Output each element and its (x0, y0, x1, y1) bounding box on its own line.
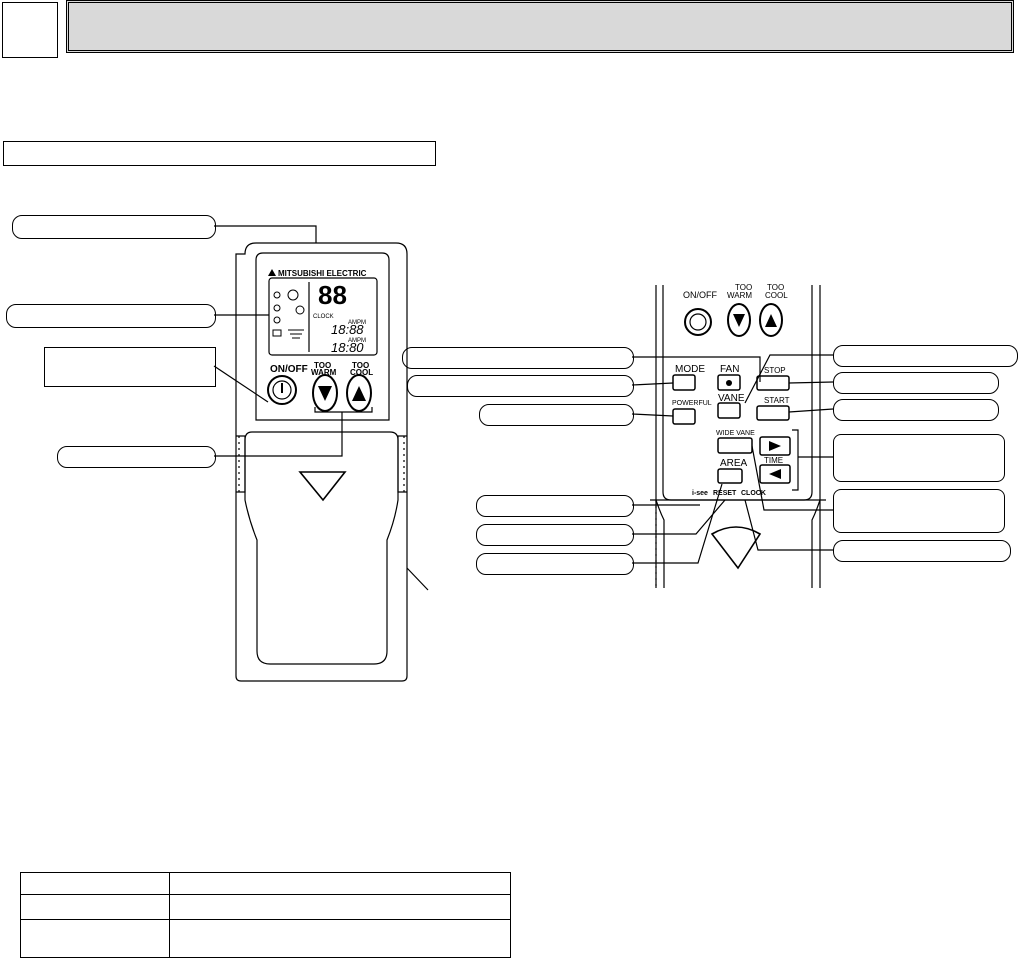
too-cool-label-1: TOO (352, 361, 369, 370)
display-time-top: 18:88 (331, 322, 364, 337)
section-title-bar (66, 0, 1014, 53)
too-cool-label-2: COOL (350, 368, 373, 377)
play-right-icon (769, 441, 781, 451)
callout-time-set (833, 434, 1005, 482)
display-ampm-top: AMPM (348, 320, 366, 326)
i-see-label: i-see (692, 490, 708, 497)
rr-down-arrow-icon (733, 314, 745, 327)
callout-powerful (479, 404, 634, 426)
fan-icon (726, 380, 732, 386)
rr-too-warm-1: TOO (735, 283, 752, 292)
spec-table (20, 871, 511, 959)
stop-label: STOP (764, 366, 786, 375)
rr-on-off-label: ON/OFF (683, 290, 717, 300)
mode-label: MODE (675, 364, 705, 375)
play-left-icon (769, 469, 781, 479)
callout-signal-transmitter (12, 215, 216, 239)
on-off-label: ON/OFF (270, 364, 308, 375)
table-cell (20, 918, 170, 959)
clock-label: CLOCK (741, 490, 766, 497)
callout-area (476, 553, 634, 575)
section-number-box (2, 2, 58, 58)
callout-clock (833, 540, 1011, 562)
start-label: START (764, 396, 790, 405)
rr-too-cool-1: TOO (767, 283, 784, 292)
callout-display (6, 304, 216, 328)
too-warm-label-2: WARM (311, 368, 337, 377)
area-label: AREA (720, 458, 748, 469)
table-cell (169, 894, 511, 920)
callout-fan-speed (402, 347, 634, 369)
reset-label: RESET (713, 490, 737, 497)
callout-vane (833, 345, 1018, 367)
power-icon (281, 383, 283, 393)
callout-reset (476, 524, 634, 546)
callout-i-see (476, 495, 634, 517)
callout-wide-vane (833, 489, 1005, 533)
down-arrow-icon (318, 386, 332, 401)
callout-on-off-button (44, 347, 216, 387)
display-time-bottom: 18:80 (331, 340, 364, 355)
brand-label: MITSUBISHI ELECTRIC (278, 269, 367, 278)
callout-on-timer (833, 399, 999, 421)
wide-vane-label: WIDE VANE (716, 430, 755, 437)
table-cell (169, 871, 511, 896)
rr-up-arrow-icon (765, 314, 777, 327)
subsection-title-box (3, 141, 436, 166)
display-clock-label: CLOCK (313, 314, 334, 320)
fan-label: FAN (720, 364, 739, 375)
rr-too-cool-2: COOL (765, 291, 788, 300)
display-ampm-bottom: AMPM (348, 338, 366, 344)
table-cell (169, 918, 511, 959)
vane-label: VANE (718, 393, 745, 404)
callout-off-timer (833, 372, 999, 394)
callout-temperature-buttons (57, 446, 216, 468)
up-arrow-icon (352, 386, 366, 401)
time-label: TIME (764, 456, 783, 465)
rr-too-warm-2: WARM (727, 291, 752, 300)
powerful-label: POWERFUL (672, 400, 712, 407)
too-warm-label-1: TOO (314, 361, 331, 370)
table-cell (20, 894, 170, 920)
display-temp: 88 (318, 280, 347, 310)
table-cell (20, 871, 170, 896)
